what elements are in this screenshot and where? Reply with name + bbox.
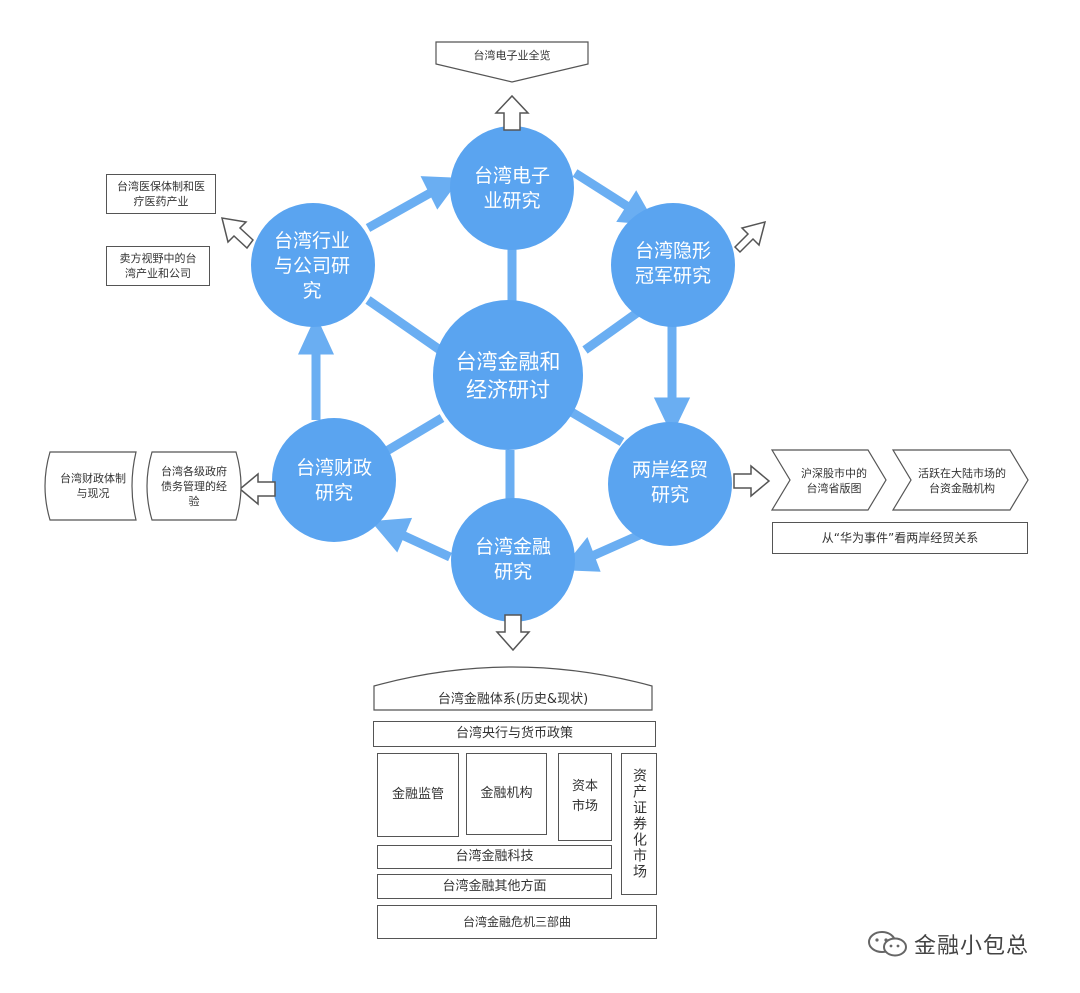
watermark: 金融小包总 (866, 928, 1029, 960)
crossstrait-extra-topic[interactable]: 从“华为事件”看两岸经贸关系 (772, 522, 1028, 554)
industry-topic-2[interactable]: 卖方视野中的台湾产业和公司 (106, 246, 210, 286)
finance-system-shape (373, 666, 653, 711)
crossstrait-topic-chevron-2 (891, 449, 1029, 511)
arrow-finance-fiscal (398, 529, 452, 562)
hollow-arrow-upleft (220, 217, 255, 250)
spoke-crossstrait (565, 406, 625, 446)
electronics-topic-1[interactable]: 台湾电子业全览 (473, 48, 551, 62)
industry-topic-1[interactable]: 台湾医保体制和医疗医药产业 (106, 174, 216, 214)
finance-securitization-topic[interactable]: 资产证券化市场 (621, 753, 657, 895)
spoke-industry (365, 296, 443, 354)
arrowhead (560, 537, 601, 572)
node-finance-label: 台湾金融研究 (474, 536, 551, 583)
wechat-icon (868, 931, 907, 957)
arrowhead (653, 397, 691, 436)
crossstrait-topic-1[interactable]: 沪深股市中的台湾省版图 (801, 467, 867, 495)
finance-system-topic[interactable]: 台湾金融体系(历史&现状) (437, 691, 589, 707)
arrowhead (297, 315, 335, 355)
fiscal-topic-2[interactable]: 台湾各级政府债务管理的经验 (161, 464, 227, 508)
crossstrait-topic-chevron-1 (770, 449, 887, 511)
node-crossstrait-label: 两岸经贸研究 (631, 459, 708, 506)
node-fiscal-label: 台湾财政研究 (295, 457, 372, 504)
finance-other-topic[interactable]: 台湾金融其他方面 (377, 874, 612, 899)
hollow-arrow-down (495, 614, 531, 652)
arrow-industry-electronics (365, 188, 435, 232)
finance-regulation-topic[interactable]: 金融监管 (377, 753, 459, 837)
finance-fintech-topic[interactable]: 台湾金融科技 (377, 845, 612, 869)
node-finance-circle[interactable] (451, 498, 575, 622)
arrow-crossstrait-finance (588, 528, 646, 562)
node-industry-label: 台湾行业与公司研究 (273, 229, 350, 302)
node-champion-circle[interactable] (611, 203, 735, 327)
node-crossstrait-circle[interactable] (608, 422, 732, 546)
node-electronics-circle[interactable] (450, 126, 574, 250)
electronics-topic-shape (435, 41, 589, 83)
arrowhead (370, 517, 413, 553)
fiscal-topic-1[interactable]: 台湾财政体制与现况 (60, 472, 126, 500)
hollow-arrow-left (238, 472, 276, 506)
node-center-label: 台湾金融和经济研讨 (455, 350, 561, 402)
finance-capital-market-topic[interactable]: 资本市场 (558, 753, 612, 841)
node-fiscal-circle[interactable] (272, 418, 396, 542)
watermark-text: 金融小包总 (914, 934, 1030, 959)
node-electronics-label: 台湾电子业研究 (473, 165, 550, 212)
crossstrait-topic-2[interactable]: 活跃在大陆市场的台资金融机构 (918, 467, 1006, 495)
finance-crisis-topic[interactable]: 台湾金融危机三部曲 (377, 905, 657, 939)
arrow-electronics-champion (572, 169, 633, 212)
hollow-arrow-upright (733, 220, 767, 254)
fiscal-topic-scroll-1 (44, 451, 137, 521)
finance-institutions-topic[interactable]: 金融机构 (466, 753, 547, 835)
fiscal-topic-scroll-2 (146, 451, 242, 521)
hollow-arrow-up (494, 94, 530, 131)
node-center-circle[interactable] (433, 300, 583, 450)
node-industry-circle[interactable] (251, 203, 375, 327)
spoke-fiscal (377, 414, 445, 459)
arrowhead (420, 176, 461, 210)
node-champion-label: 台湾隐形冠军研究 (634, 240, 711, 287)
hollow-arrows (220, 94, 771, 652)
hollow-arrow-right (733, 464, 771, 498)
finance-central-bank-topic[interactable]: 台湾央行与货币政策 (373, 721, 656, 747)
